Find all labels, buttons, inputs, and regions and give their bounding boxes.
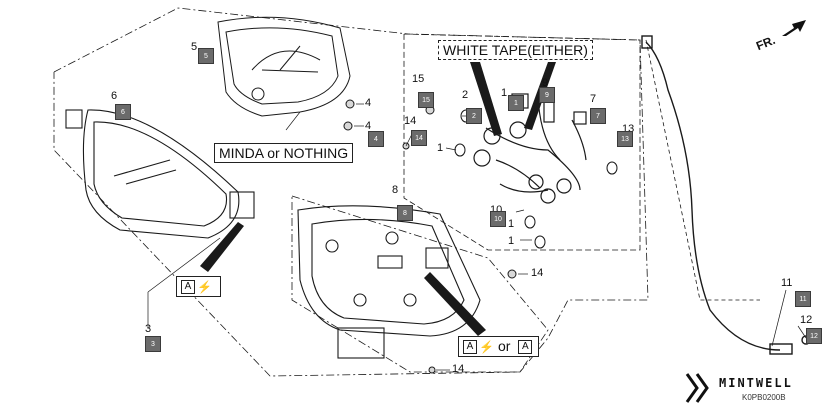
- badge-6: 6: [115, 104, 131, 120]
- bulbs: [454, 109, 618, 249]
- callout-4a: 4: [365, 97, 372, 109]
- badge-9: 9: [539, 87, 555, 103]
- harness-boundary: [403, 33, 641, 251]
- brand-watermark: MINTWELL: [683, 372, 813, 406]
- callout-6: 6: [111, 90, 118, 102]
- badge-7: 7: [590, 108, 606, 124]
- callout-8: 8: [392, 184, 399, 196]
- callout-2: 2: [462, 89, 469, 101]
- callout-14b: 14: [531, 267, 544, 279]
- meter-assembly: [217, 16, 351, 117]
- callout-5: 5: [191, 41, 198, 53]
- callout-12: 12: [800, 314, 813, 326]
- badge-15: 15: [418, 92, 434, 108]
- white-tape-note: WHITE TAPE(EITHER): [438, 40, 593, 60]
- lower-case: [297, 205, 481, 359]
- or-word: or: [497, 338, 511, 354]
- badge-14: 14: [411, 130, 427, 146]
- badge-8: 8: [397, 205, 413, 221]
- badge-2: 2: [466, 108, 482, 124]
- cable-guide: [645, 39, 760, 301]
- hazard-note-right: A⚡or A: [458, 336, 540, 358]
- lens-cover: [65, 109, 255, 239]
- badge-12: 12: [806, 328, 822, 344]
- lightning-icon: ⚡: [479, 340, 494, 355]
- badge-5: 5: [198, 48, 214, 64]
- badge-10: 10: [490, 211, 506, 227]
- badge-1: 1: [508, 95, 524, 111]
- callout-14a: 14: [404, 115, 417, 127]
- brand-name: MINTWELL: [719, 376, 793, 390]
- callout-3: 3: [145, 323, 152, 335]
- speedometer-cable: [641, 35, 811, 355]
- mintwell-logo-icon: [685, 373, 709, 403]
- badge-3: 3: [145, 336, 161, 352]
- badge-13: 13: [617, 131, 633, 147]
- hazard-note-left: A⚡: [176, 276, 221, 298]
- assembly-boundary: [53, 7, 649, 377]
- callout-13: 13: [622, 123, 635, 135]
- hazard-triangle-icon: A: [518, 340, 533, 355]
- callout-1d: 1: [508, 235, 515, 247]
- lower-case-boundary: [291, 195, 549, 373]
- callout-1b: 1: [437, 142, 444, 154]
- badge-4: 4: [368, 131, 384, 147]
- callout-10: 10: [490, 204, 503, 216]
- note-pointers: [200, 62, 556, 336]
- callout-15: 15: [412, 73, 425, 85]
- minda-note: MINDA or NOTHING: [214, 143, 354, 163]
- callout-11: 11: [781, 277, 793, 289]
- callout-7: 7: [590, 93, 597, 105]
- callout-9: 9: [542, 77, 549, 89]
- hazard-triangle-icon: A: [463, 340, 477, 355]
- direction-indicator: FR.: [752, 18, 808, 54]
- hazard-triangle-icon: A: [181, 280, 195, 295]
- leader-lines: [147, 103, 807, 371]
- diagram-code: K0PB0200B: [742, 393, 786, 402]
- callout-1a: 1: [501, 87, 508, 99]
- direction-arrow-icon: [782, 20, 806, 36]
- callout-1c: 1: [508, 218, 515, 230]
- badge-11: 11: [795, 291, 811, 307]
- lightning-icon: ⚡: [197, 280, 212, 295]
- screws: [343, 99, 517, 374]
- callout-4b: 4: [365, 120, 372, 132]
- callout-14c: 14: [452, 363, 465, 375]
